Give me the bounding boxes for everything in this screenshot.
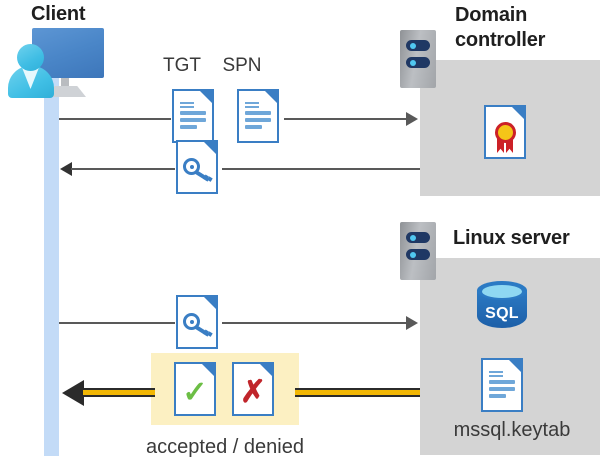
flow-auth-line-right (222, 322, 408, 324)
flow-ticket-line-right (222, 168, 420, 170)
doc-dashes (180, 102, 194, 108)
flow-request-arrowhead (406, 112, 418, 126)
cross-mark-icon: ✗ (240, 374, 266, 409)
request-key-document-icon (176, 295, 218, 349)
monitor-neck (61, 78, 69, 88)
denied-document-icon: ✗ (232, 362, 274, 416)
sql-label: SQL (485, 305, 519, 322)
certificate-medal (495, 122, 516, 143)
domain-controller-title-line1: Domain (455, 4, 528, 26)
monitor-base (46, 86, 86, 97)
doc-line (489, 380, 515, 384)
doc-line (180, 111, 206, 115)
keytab-document-icon (481, 358, 523, 412)
rack-led-top (410, 42, 416, 49)
rack-led-bottom (410, 59, 416, 66)
certificate-ribbon-left (497, 138, 504, 153)
flow-auth-line-left (59, 322, 175, 324)
linux-server-title: Linux server (453, 227, 570, 249)
result-line-right (295, 388, 420, 397)
key-glyph (183, 311, 213, 337)
doc-dashes (245, 102, 259, 108)
rack-bar-bottom (406, 57, 430, 68)
key-ring (183, 313, 200, 330)
result-line-left (83, 388, 155, 397)
check-mark-icon: ✓ (182, 376, 208, 409)
flow-ticket-line-left (71, 168, 175, 170)
flow-auth-arrowhead (406, 316, 418, 330)
result-arrowhead (62, 380, 84, 406)
doc-line (245, 125, 262, 129)
client-lifeline (44, 68, 59, 456)
ticket-key-document-icon (176, 140, 218, 194)
rack-bar-bottom (406, 249, 430, 260)
doc-line (180, 118, 206, 122)
client-computer-user-icon (8, 28, 104, 98)
rack-led-bottom (410, 251, 416, 258)
flow-request-line-right (284, 118, 408, 120)
certificate-ribbon-right (506, 138, 513, 153)
doc-line (245, 118, 271, 122)
domain-controller-server-rack-icon (400, 30, 436, 88)
doc-line (180, 125, 197, 129)
keytab-filename-label: mssql.keytab (453, 419, 571, 441)
db-top-inner (482, 284, 522, 298)
doc-dashes (489, 371, 503, 377)
result-label: accepted / denied (146, 436, 304, 458)
db-top (477, 281, 527, 300)
client-title: Client (31, 3, 86, 25)
spn-label: SPN (222, 55, 262, 76)
linux-server-rack-icon (400, 222, 436, 280)
flow-ticket-arrowhead (60, 162, 72, 176)
sql-database-icon: SQL (477, 281, 527, 335)
key-glyph (183, 156, 213, 182)
rack-led-top (410, 234, 416, 241)
doc-line (245, 111, 271, 115)
accepted-document-icon: ✓ (174, 362, 216, 416)
person-head (17, 44, 44, 71)
rack-bar-top (406, 232, 430, 243)
doc-line (489, 387, 515, 391)
certificate-document-icon (484, 105, 526, 159)
rack-bar-top (406, 40, 430, 51)
tgt-label: TGT (163, 55, 201, 76)
tgt-document-icon (172, 89, 214, 143)
doc-line (489, 394, 506, 398)
key-ring (183, 158, 200, 175)
domain-controller-title-line2: controller (455, 29, 546, 51)
spn-document-icon (237, 89, 279, 143)
flow-request-line-left (59, 118, 171, 120)
